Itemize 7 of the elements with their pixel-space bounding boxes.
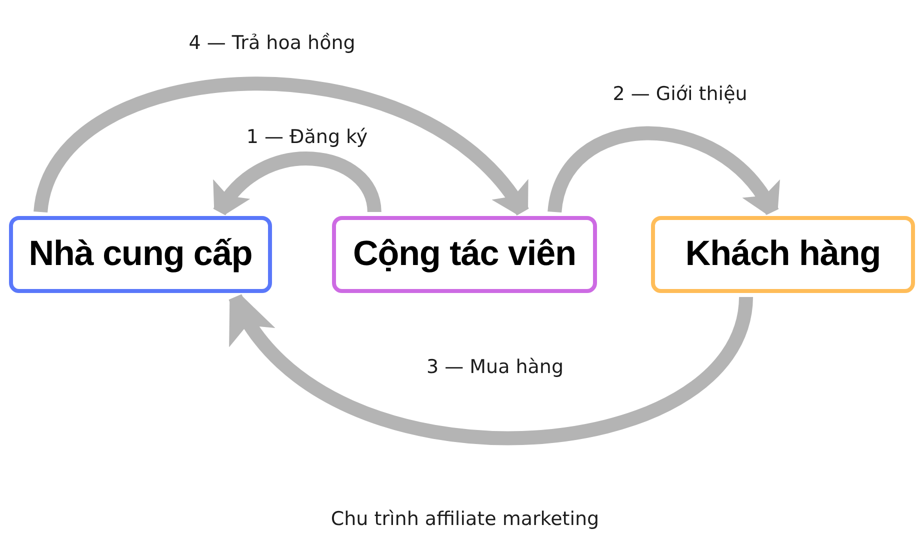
node-label: Nhà cung cấp <box>28 235 252 274</box>
node-label: Cộng tác viên <box>353 235 576 274</box>
process-box <box>9 216 272 293</box>
process-box <box>332 216 597 293</box>
caption: Chu trình affiliate marketing <box>330 508 600 530</box>
node-label: Khách hàng <box>685 235 881 274</box>
process-box <box>651 216 915 293</box>
